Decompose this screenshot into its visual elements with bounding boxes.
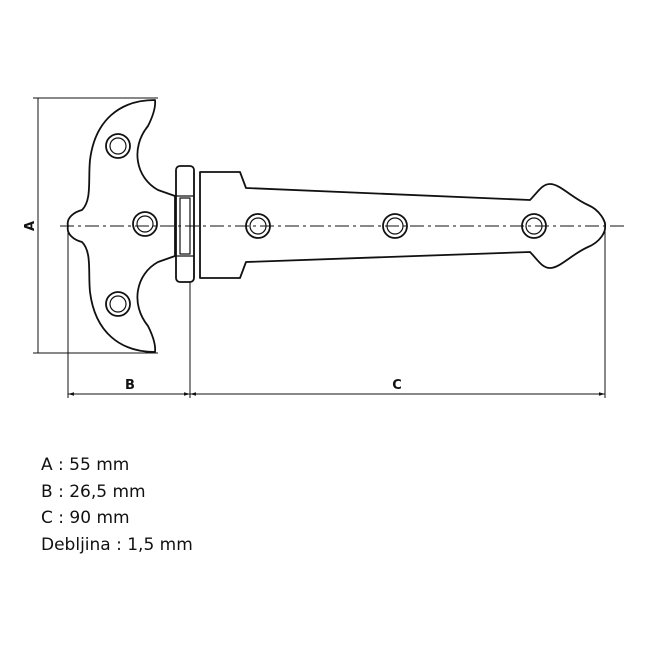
screw-hole	[382, 213, 408, 239]
spec-b: B : 26,5 mm	[41, 481, 146, 502]
specifications-list: A : 55 mm B : 26,5 mm C : 90 mm Debljina…	[41, 452, 193, 558]
hinge-technical-drawing: A B C	[23, 97, 625, 398]
screw-holes	[105, 133, 547, 317]
screw-hole	[132, 211, 158, 237]
spec-c: C : 90 mm	[41, 508, 130, 528]
spec-a: A : 55 mm	[41, 455, 130, 475]
spec-thickness: Debljina : 1,5 mm	[41, 534, 193, 555]
screw-hole	[105, 133, 131, 159]
dimension-a-label: A	[23, 221, 38, 231]
screw-hole	[105, 291, 131, 317]
dimension-b-label: B	[125, 378, 135, 393]
dimension-a	[33, 97, 158, 354]
dimension-b-c	[67, 228, 606, 398]
dimension-c-label: C	[392, 378, 402, 393]
